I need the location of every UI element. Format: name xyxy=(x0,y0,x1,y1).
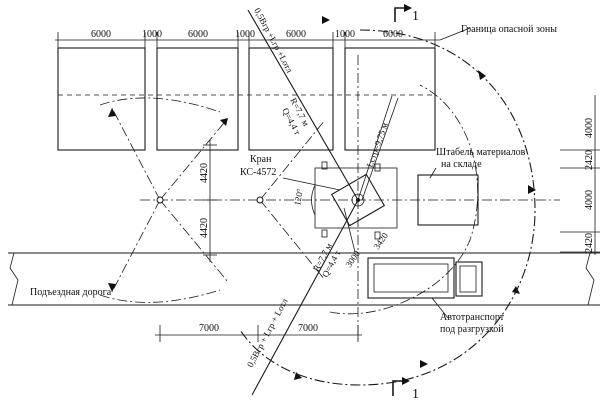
bottom-dim-2: 7000 xyxy=(298,323,318,334)
top-dim-2: 1000 xyxy=(142,29,162,40)
crane-position-marker-2 xyxy=(256,196,264,204)
danger-zone-boundary: Граница опасной зоны xyxy=(239,16,557,386)
zone-arrow-icon xyxy=(420,360,428,368)
upper-boom-formula: 0,5Bгр +Lгр +Lотл xyxy=(252,6,295,75)
top-dim-1: 6000 xyxy=(91,29,111,40)
left-dim-2: 4420 xyxy=(199,218,210,238)
zone-arrow-icon xyxy=(478,70,486,80)
crane-label-line2: КС-4572 xyxy=(240,167,276,178)
crane-position-marker-1 xyxy=(156,196,164,204)
stack-label-line2: на складе xyxy=(441,159,482,170)
bottom-dimension-chain: 7000 7000 xyxy=(155,323,362,342)
crane-label-line1: Кран xyxy=(250,154,272,165)
top-dim-4: 1000 xyxy=(235,29,255,40)
boom-length-label: Lстр=9,75 м xyxy=(364,121,390,169)
axis-lines xyxy=(140,55,560,340)
crane-boom-lines: 0,5Bгр +Lгр +Lотл R=7,7 м Q=4,4 т Lстр=9… xyxy=(245,6,399,396)
zone-arrow-icon xyxy=(322,16,330,24)
top-dimension-chain: 6000 1000 6000 1000 6000 1000 6000 xyxy=(55,29,440,48)
section-markers: 1 1 xyxy=(392,4,419,402)
bottom-dim-1: 7000 xyxy=(199,323,219,334)
material-stack: Штабель материалов на складе xyxy=(417,147,526,226)
section-top-label: 1 xyxy=(412,9,419,24)
zone-arrow-icon xyxy=(294,372,302,380)
right-dim-1: 4000 xyxy=(584,118,595,138)
stack-label-line1: Штабель материалов xyxy=(436,147,526,158)
truck-label-line2: под разгрузкой xyxy=(440,324,504,335)
truck-label-line1: Автотранспорт xyxy=(440,312,505,323)
section-bottom-label: 1 xyxy=(412,387,419,402)
right-dim-2: 2420 xyxy=(584,150,595,170)
right-dim-3: 4000 xyxy=(584,190,595,210)
zone-arrow-icon xyxy=(528,185,536,194)
right-dim-4: 2420 xyxy=(584,233,595,253)
zone-arrow-icon xyxy=(512,286,520,294)
left-dim-1: 4420 xyxy=(199,163,210,183)
crane-reach-arcs xyxy=(99,97,326,303)
rotation-angle-label: 120° xyxy=(292,187,305,206)
dim-3420: 3420 xyxy=(371,230,390,251)
top-dim-7: 6000 xyxy=(383,29,403,40)
access-road: Подъездная дорога xyxy=(8,252,600,306)
truck-unloading: Автотранспорт под разгрузкой xyxy=(367,257,505,335)
top-dim-5: 6000 xyxy=(286,29,306,40)
building-blocks xyxy=(57,47,436,151)
dim-3000: 3000 xyxy=(343,248,362,269)
road-label: Подъездная дорога xyxy=(30,287,112,298)
left-dimension-chain: 4420 4420 xyxy=(199,140,217,262)
top-dim-3: 6000 xyxy=(188,29,208,40)
right-dimension-chain: 4000 2420 4000 2420 xyxy=(560,95,600,255)
top-dim-6: 1000 xyxy=(335,29,355,40)
danger-zone-label: Граница опасной зоны xyxy=(461,24,557,35)
